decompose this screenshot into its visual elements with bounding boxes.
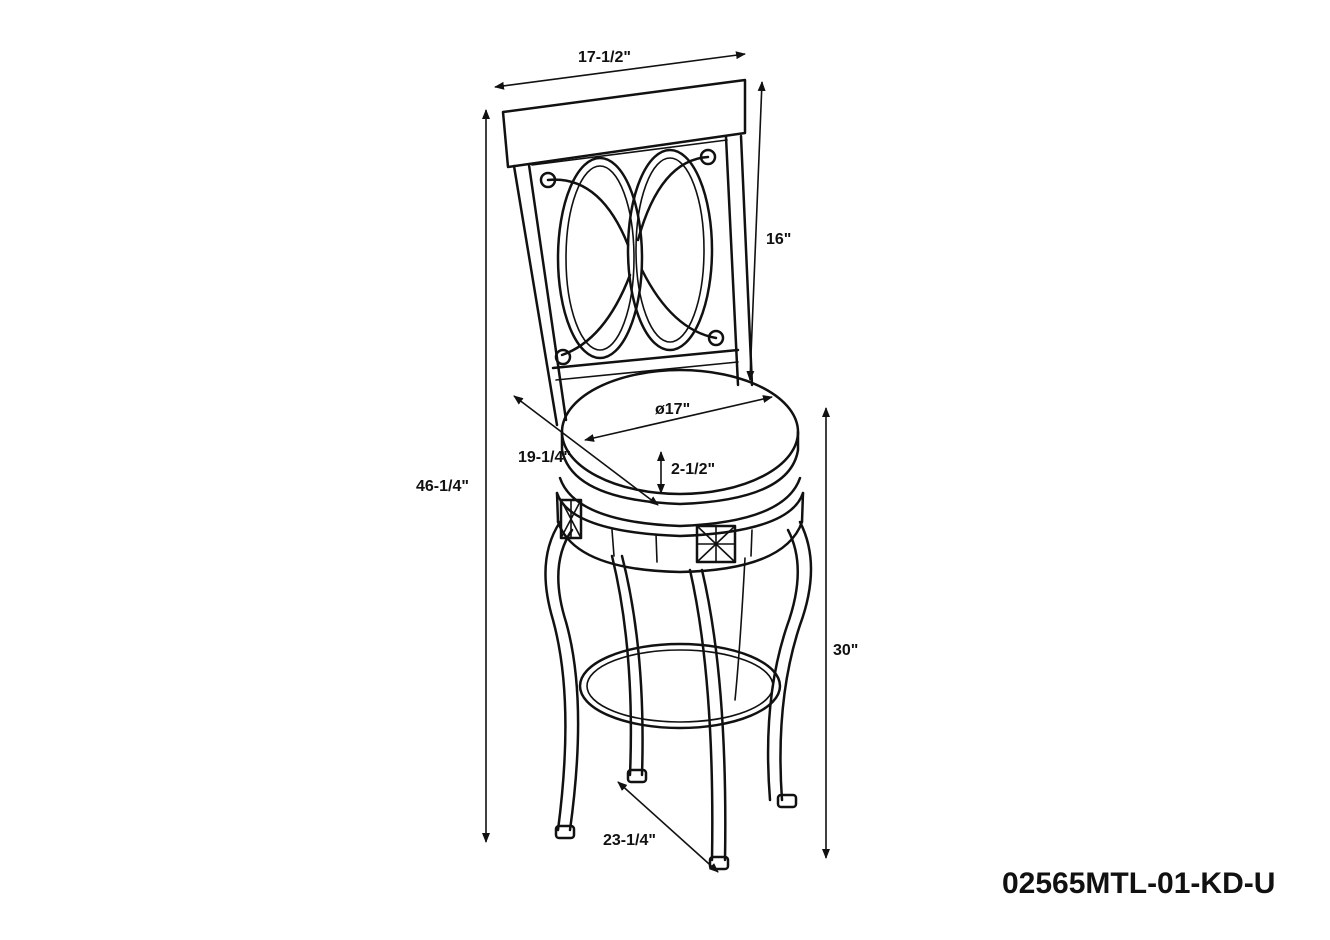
back-inner-top-rail (531, 139, 728, 166)
back-right-post (724, 135, 740, 387)
dim-line-back-height (746, 81, 766, 381)
label-seat-height: 30" (833, 642, 858, 659)
back-finial-bottom-left (554, 348, 572, 366)
back-ring-left (556, 156, 644, 360)
back-left-post (512, 164, 559, 427)
seat-apron-right (800, 491, 805, 524)
back-swirl-top-right (636, 155, 710, 242)
apron-strut-3 (750, 529, 753, 557)
label-total-height: 46-1/4" (416, 478, 469, 495)
apron-medallion-center-pattern (696, 525, 736, 563)
back-bottom-rail-lower (555, 361, 739, 381)
dim-line-seat-depth (513, 395, 659, 506)
foot-front-left (554, 824, 576, 840)
dimension-labels: 17-1/2" 16" 46-1/4" ø17" 19-1/4" 2-1/2" … (416, 49, 858, 849)
leg-front-left (544, 520, 567, 832)
label-seat-diameter: ø17" (655, 401, 690, 418)
label-cushion-thickness: 2-1/2" (671, 461, 715, 478)
dim-line-base-width (617, 781, 719, 873)
leg-front-right (779, 520, 813, 802)
leg-front-right-inner (766, 528, 799, 802)
apron-strut-1 (611, 529, 615, 557)
foot-front-right (776, 793, 798, 809)
back-swirl-bottom-right (640, 268, 718, 340)
dimension-lines (482, 51, 830, 873)
foot-ring (578, 642, 782, 730)
label-base-width: 23-1/4" (603, 832, 656, 849)
leg-back-right (734, 557, 746, 701)
back-left-post-inner (527, 163, 568, 422)
back-ring-left-inner (565, 165, 635, 351)
back-finial-top-left (539, 171, 557, 189)
seat-swivel-ring (558, 476, 802, 528)
back-swirl-top-left (546, 178, 630, 247)
back-swirl-bottom-left (560, 273, 632, 357)
seat-apron-top (555, 491, 805, 538)
back-right-post-inner (739, 134, 754, 387)
back-ring-right (626, 148, 714, 352)
back-ring-right-inner (635, 157, 705, 343)
back-finial-top-right (699, 148, 717, 166)
leg-front-left-inner (557, 528, 580, 832)
back-bottom-rail (551, 348, 740, 370)
label-back-width: 17-1/2" (578, 49, 631, 66)
leg-center (688, 568, 714, 862)
dim-line-back-width (494, 51, 746, 90)
label-seat-depth: 19-1/4" (518, 449, 571, 466)
leg-center-inner (700, 568, 727, 862)
seat-apron-bottom (556, 520, 804, 574)
model-number: 02565MTL-01-KD-U (1002, 867, 1275, 900)
leg-back-left-inner (620, 554, 644, 777)
back-finial-bottom-right (707, 329, 725, 347)
label-back-height: 16" (766, 231, 791, 248)
foot-ring-inner (586, 649, 774, 723)
apron-strut-2 (655, 533, 658, 563)
seat-apron-left (555, 491, 560, 524)
legs (544, 520, 813, 871)
back-top-rail (501, 78, 747, 169)
leg-back-left (610, 554, 633, 777)
